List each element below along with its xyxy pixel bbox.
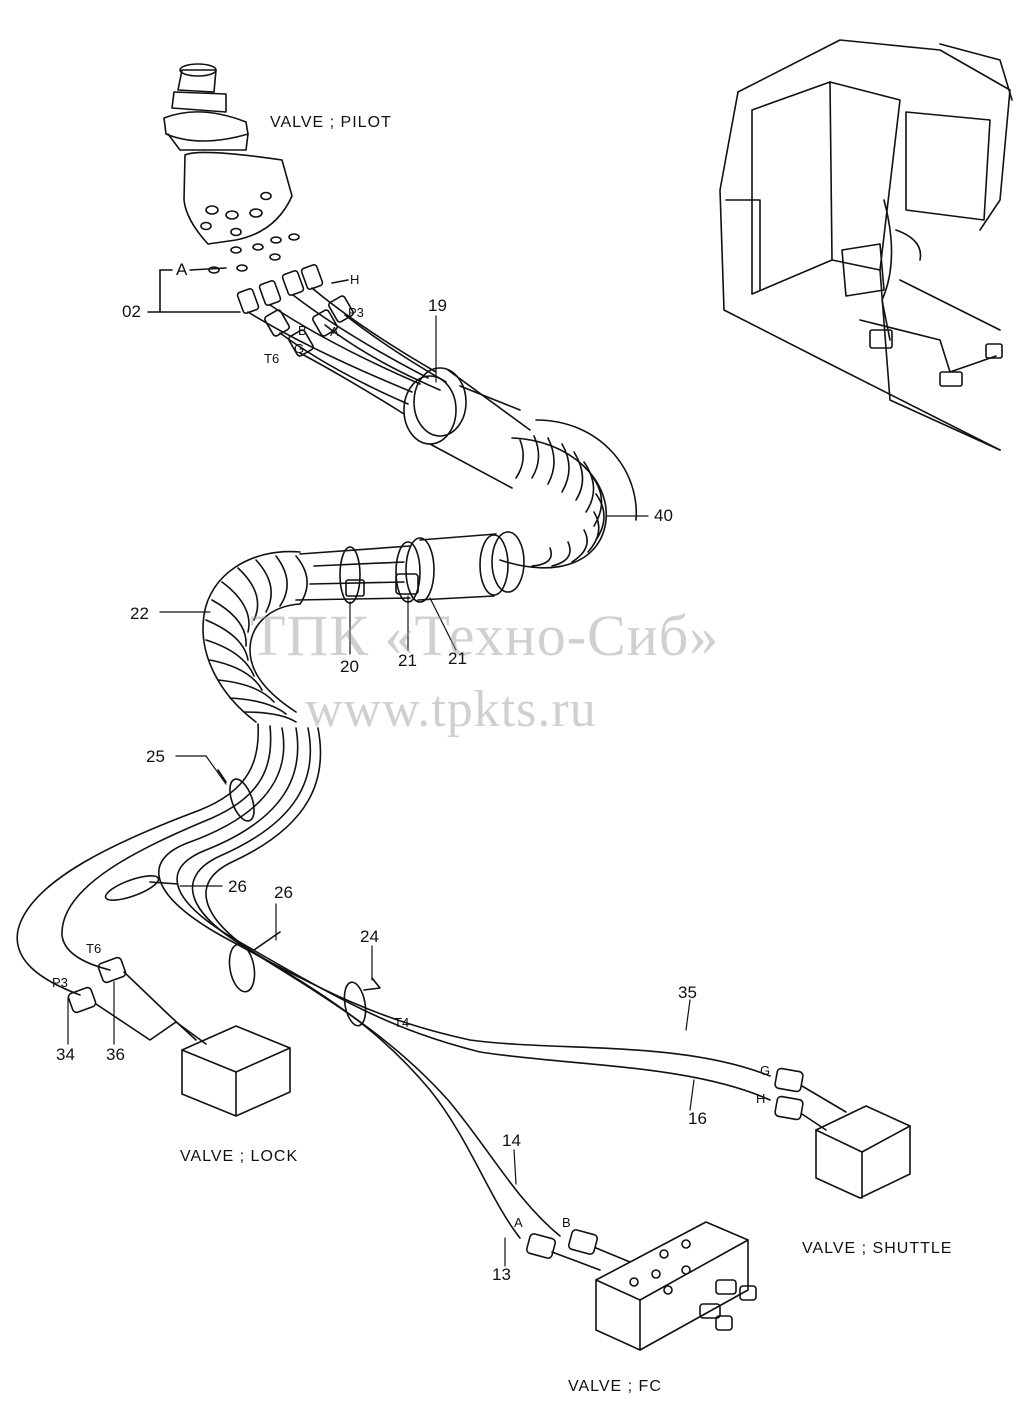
mid-clamps (295, 533, 497, 604)
part-34: 34 (56, 1045, 75, 1064)
port-a-mid: A (330, 324, 339, 339)
title-valve-fc: VALVE ; FC (568, 1378, 662, 1395)
port-a-fc: A (514, 1215, 523, 1230)
part-21-a: 21 (398, 651, 417, 670)
shuttle-valve-drawing (774, 1067, 911, 1199)
protector-sleeve (403, 367, 531, 489)
port-h-top: H (350, 272, 360, 287)
part-19: 19 (428, 296, 447, 315)
part-02: 02 (122, 302, 141, 321)
part-14: 14 (502, 1131, 521, 1150)
port-p3-left: P3 (52, 975, 68, 990)
port-g-shuttle: G (760, 1063, 771, 1078)
part-26-a: 26 (228, 877, 247, 896)
leader-lines (67, 315, 695, 1267)
watermark-url: www.tpkts.ru (305, 681, 597, 738)
part-36: 36 (106, 1045, 125, 1064)
part-26-b: 26 (274, 883, 293, 902)
hose-bundle-upper (247, 287, 447, 415)
watermark-company: ТПК «Техно-Сиб» (250, 603, 720, 668)
port-h-shuttle: H (756, 1091, 766, 1106)
port-p3-top: P3 (348, 305, 364, 320)
fc-valve-drawing (525, 1221, 757, 1351)
port-t4: T4 (394, 1015, 410, 1030)
part-22: 22 (130, 604, 149, 623)
hose-bundle-lower (16, 723, 771, 1239)
pilot-valve-drawing (163, 63, 300, 274)
spiral-wrap (202, 550, 308, 723)
port-b-top: B (298, 323, 307, 338)
excavator-cab-drawing (719, 39, 1013, 451)
title-valve-pilot: VALVE ; PILOT (270, 114, 392, 131)
port-t6-left: T6 (86, 941, 102, 956)
lock-valve-drawing (67, 956, 291, 1117)
port-b-fc: B (562, 1215, 571, 1230)
part-16: 16 (688, 1109, 707, 1128)
part-20: 20 (340, 657, 359, 676)
cable-ties (104, 769, 381, 1027)
part-13: 13 (492, 1265, 511, 1284)
part-35: 35 (678, 983, 697, 1002)
title-valve-shuttle: VALVE ; SHUTTLE (802, 1240, 953, 1257)
corrugated-tube (479, 419, 637, 596)
port-g-top: G (294, 341, 305, 356)
part-25: 25 (146, 747, 165, 766)
part-24: 24 (360, 927, 379, 946)
port-a-top: A (176, 260, 188, 279)
part-21-b: 21 (448, 649, 467, 668)
part-40: 40 (654, 506, 673, 525)
port-t6-top: T6 (264, 351, 280, 366)
title-valve-lock: VALVE ; LOCK (180, 1148, 299, 1165)
